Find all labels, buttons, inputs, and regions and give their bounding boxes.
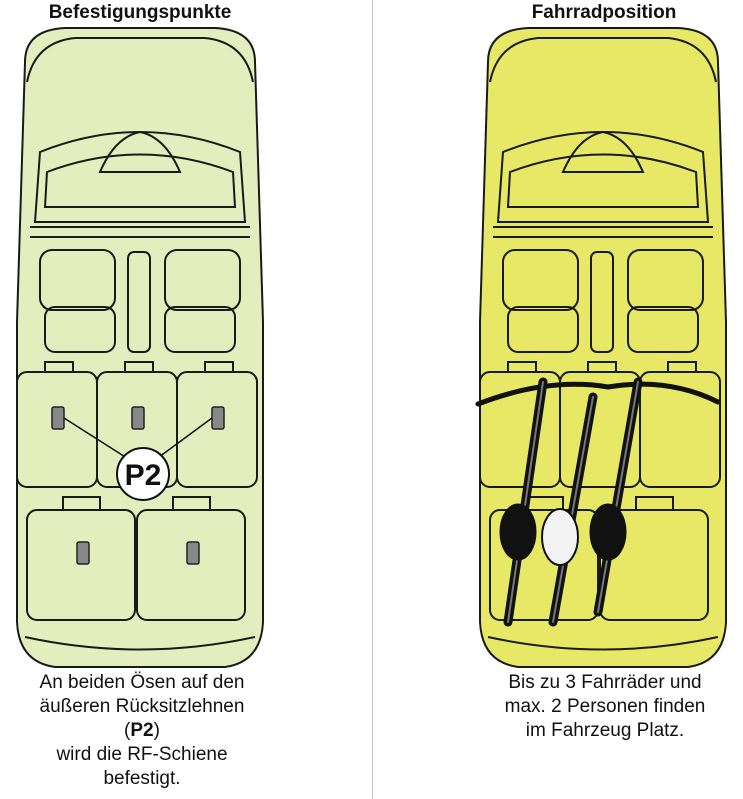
caption-line: wird die RF-Schiene [56, 744, 228, 765]
saddle-3 [589, 503, 627, 561]
p2-badge: P2 [125, 459, 162, 492]
bicycles [475, 377, 721, 627]
caption-line: max. 2 Personen finden [504, 696, 706, 717]
car-diagram-bike-position [475, 27, 727, 668]
saddle-1 [499, 503, 537, 561]
eyelet-row3-right [186, 541, 200, 565]
eyelet-row3-left [76, 541, 90, 565]
panel-divider [372, 0, 373, 799]
eyelet-left [51, 406, 65, 430]
caption-line: (P2) [0, 719, 284, 743]
handlebars [475, 381, 721, 407]
caption-line: äußeren Rücksitzlehnen [39, 696, 245, 717]
caption-line: im Fahrzeug Platz. [525, 720, 685, 741]
paren: ) [153, 720, 160, 741]
car-diagram-anchor-points: P2 [16, 27, 264, 668]
saddle-2 [541, 508, 579, 566]
left-panel-title: Befestigungspunkte [48, 2, 232, 23]
right-panel-title: Fahrradposition [531, 2, 677, 23]
right-caption: Bis zu 3 Fahrräder und max. 2 Personen f… [470, 671, 740, 743]
eyelet-right [211, 406, 225, 430]
caption-line: Bis zu 3 Fahrräder und [508, 672, 702, 693]
caption-bold-p2: P2 [130, 720, 154, 741]
pointer-lines [63, 417, 213, 461]
caption-line: An beiden Ösen auf den [39, 672, 245, 693]
p2-badge-circle [116, 447, 170, 501]
eyelet-center [131, 406, 145, 430]
caption-line: befestigt. [103, 768, 181, 789]
paren: ( [124, 720, 131, 741]
left-caption: An beiden Ösen auf den äußeren Rücksitzl… [0, 671, 284, 791]
anchor-eyelets [51, 406, 225, 565]
